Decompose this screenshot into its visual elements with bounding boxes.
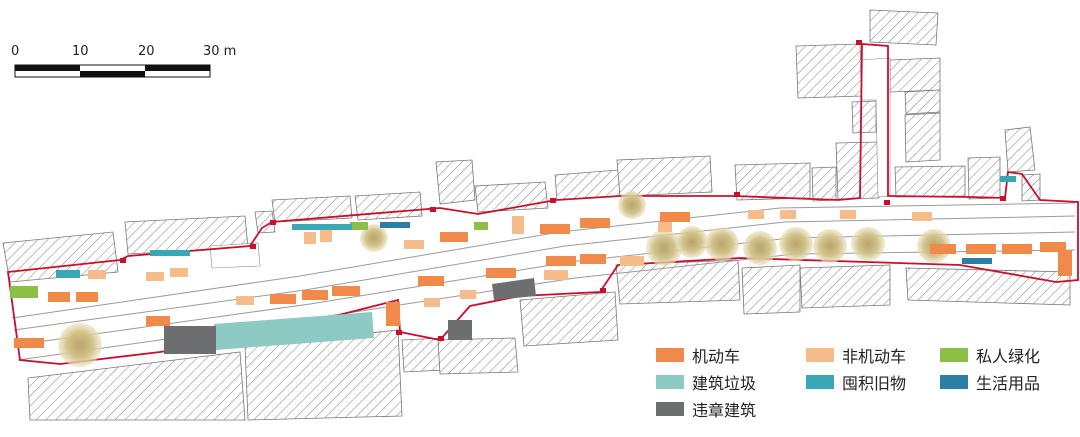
trees — [58, 191, 951, 367]
entrance-markers — [120, 40, 1006, 341]
legend-swatch-illegal-building — [656, 402, 684, 416]
legend-item-daily-items: 生活用品 — [940, 371, 1040, 393]
legend-swatch-construction-waste — [656, 375, 684, 389]
scale-tick-10: 10 — [72, 44, 89, 59]
non-motor-vehicle-patches — [88, 210, 932, 307]
legend-label: 违章建筑 — [692, 401, 757, 420]
legend-label: 非机动车 — [842, 347, 907, 366]
illegal-building-patches — [164, 278, 536, 354]
daily-items-patches — [380, 222, 992, 264]
scale-bar — [14, 64, 211, 78]
legend-item-construction-waste: 建筑垃圾 — [656, 371, 756, 393]
legend-swatch-daily-items — [940, 375, 968, 389]
motor-vehicle-patches — [14, 212, 1072, 348]
scale-tick-30: 30 m — [203, 44, 237, 59]
legend-swatch-private-greening — [940, 348, 968, 362]
legend-item-motor-vehicle: 机动车 — [656, 344, 740, 366]
legend-item-illegal-building: 违章建筑 — [656, 398, 756, 420]
legend-label: 建筑垃圾 — [692, 374, 757, 393]
legend-label: 生活用品 — [976, 374, 1041, 393]
buildings — [2, 9, 1071, 421]
legend-item-private-greening: 私人绿化 — [940, 344, 1040, 366]
scale-tick-20: 20 — [138, 44, 155, 59]
private-greening-patches — [10, 222, 488, 298]
courtyards — [209, 57, 891, 269]
hoarded-items-patches — [56, 176, 1016, 278]
legend-label: 机动车 — [692, 347, 741, 366]
legend-item-hoarded-items: 囤积旧物 — [806, 371, 906, 393]
construction-waste-patches — [214, 312, 374, 350]
street-boundary — [6, 43, 1079, 365]
legend-swatch-motor-vehicle — [656, 348, 684, 362]
legend-label: 私人绿化 — [976, 347, 1041, 366]
legend: 机动车 非机动车 私人绿化 建筑垃圾 囤积旧物 生活用品 违章建筑 — [648, 342, 1078, 432]
scale-tick-0: 0 — [11, 44, 20, 59]
legend-label: 囤积旧物 — [842, 374, 907, 393]
legend-swatch-hoarded-items — [806, 375, 834, 389]
legend-item-non-motor-vehicle: 非机动车 — [806, 344, 906, 366]
legend-swatch-non-motor-vehicle — [806, 348, 834, 362]
